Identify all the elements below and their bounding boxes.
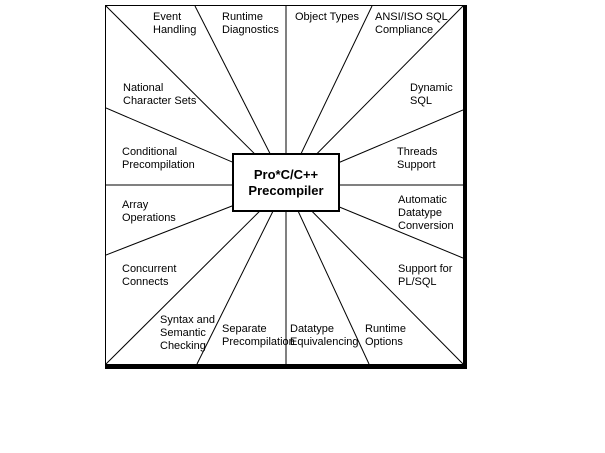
- feature-label-runtime-diagnostics: Runtime Diagnostics: [222, 11, 279, 36]
- feature-label-automatic-datatype-conversion: Automatic Datatype Conversion: [398, 194, 454, 232]
- feature-label-event-handling: Event Handling: [153, 11, 197, 36]
- spoke-line: [106, 184, 287, 364]
- spoke-line: [285, 184, 463, 364]
- feature-label-datatype-equivalencing: Datatype Equivalencing: [290, 323, 359, 348]
- feature-label-runtime-options: Runtime Options: [365, 323, 406, 348]
- precompiler-feature-diagram: Event Handling Runtime Diagnostics Objec…: [105, 5, 467, 369]
- feature-label-concurrent-connects: Concurrent Connects: [122, 263, 177, 288]
- feature-label-dynamic-sql: Dynamic SQL: [410, 82, 453, 107]
- feature-label-array-operations: Array Operations: [122, 199, 176, 224]
- feature-label-object-types: Object Types: [295, 11, 359, 23]
- feature-label-support-for-pl-sql: Support for PL/SQL: [398, 263, 453, 288]
- spoke-line: [196, 184, 287, 364]
- center-node-label: Pro*C/C++ Precompiler: [248, 166, 324, 198]
- spoke-line: [285, 184, 370, 364]
- feature-label-ansi-iso-sql-compliance: ANSI/ISO SQL Compliance: [375, 11, 448, 36]
- feature-label-syntax-and-semantic-checking: Syntax and Semantic Checking: [160, 314, 216, 352]
- center-node: Pro*C/C++ Precompiler: [232, 153, 340, 212]
- feature-label-national-character-sets: National Character Sets: [123, 82, 197, 107]
- feature-label-separate-precompilation: Separate Precompilation: [222, 323, 295, 348]
- feature-label-conditional-precompilation: Conditional Precompilation: [122, 146, 195, 171]
- feature-label-threads-support: Threads Support: [397, 146, 438, 171]
